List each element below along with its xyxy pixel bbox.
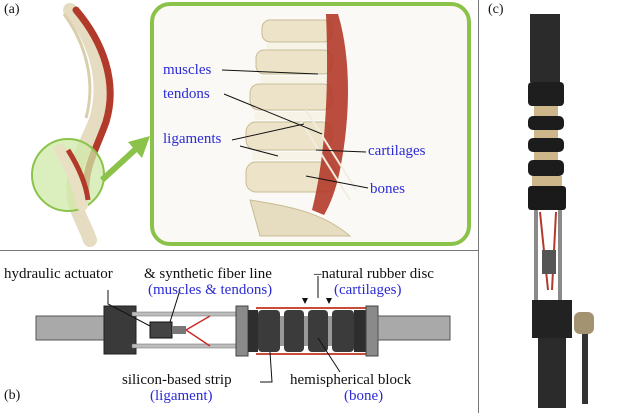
label-bone-map: (bone) xyxy=(344,388,384,404)
mechanism-drawing xyxy=(35,298,451,357)
horizontal-divider xyxy=(0,250,478,251)
label-tendons: tendons xyxy=(163,86,210,102)
zoom-arrow xyxy=(99,136,150,183)
vertical-divider xyxy=(478,0,479,413)
label-synthetic-fiber-line: & synthetic fiber line xyxy=(144,266,272,282)
prototype-photo xyxy=(528,14,594,408)
label-cartilages-map: (cartilages) xyxy=(334,282,402,298)
label-ligaments: ligaments xyxy=(163,131,222,147)
panel-a-tag: (a) xyxy=(4,2,20,17)
panel-b-tag: (b) xyxy=(4,388,21,403)
label-rubber-disc: –natural rubber disc xyxy=(314,266,434,282)
label-muscles-tendons: (muscles & tendons) xyxy=(148,282,273,298)
label-silicon-strip: silicon-based strip xyxy=(122,372,232,388)
label-muscles: muscles xyxy=(163,62,212,78)
panel-c-tag: (c) xyxy=(488,2,504,17)
label-ligament-map: (ligament) xyxy=(150,388,213,404)
label-cartilages: cartilages xyxy=(368,143,426,159)
mechanism-leaders xyxy=(107,276,341,383)
anatomy-leaders xyxy=(221,69,369,189)
inset-vertebrae xyxy=(245,14,357,237)
label-hydraulic-actuator: hydraulic actuator xyxy=(4,266,113,282)
label-rubber-disc-text: natural rubber disc xyxy=(321,266,434,282)
label-hemispherical-block: hemispherical block xyxy=(290,372,412,388)
label-bones: bones xyxy=(370,181,405,197)
